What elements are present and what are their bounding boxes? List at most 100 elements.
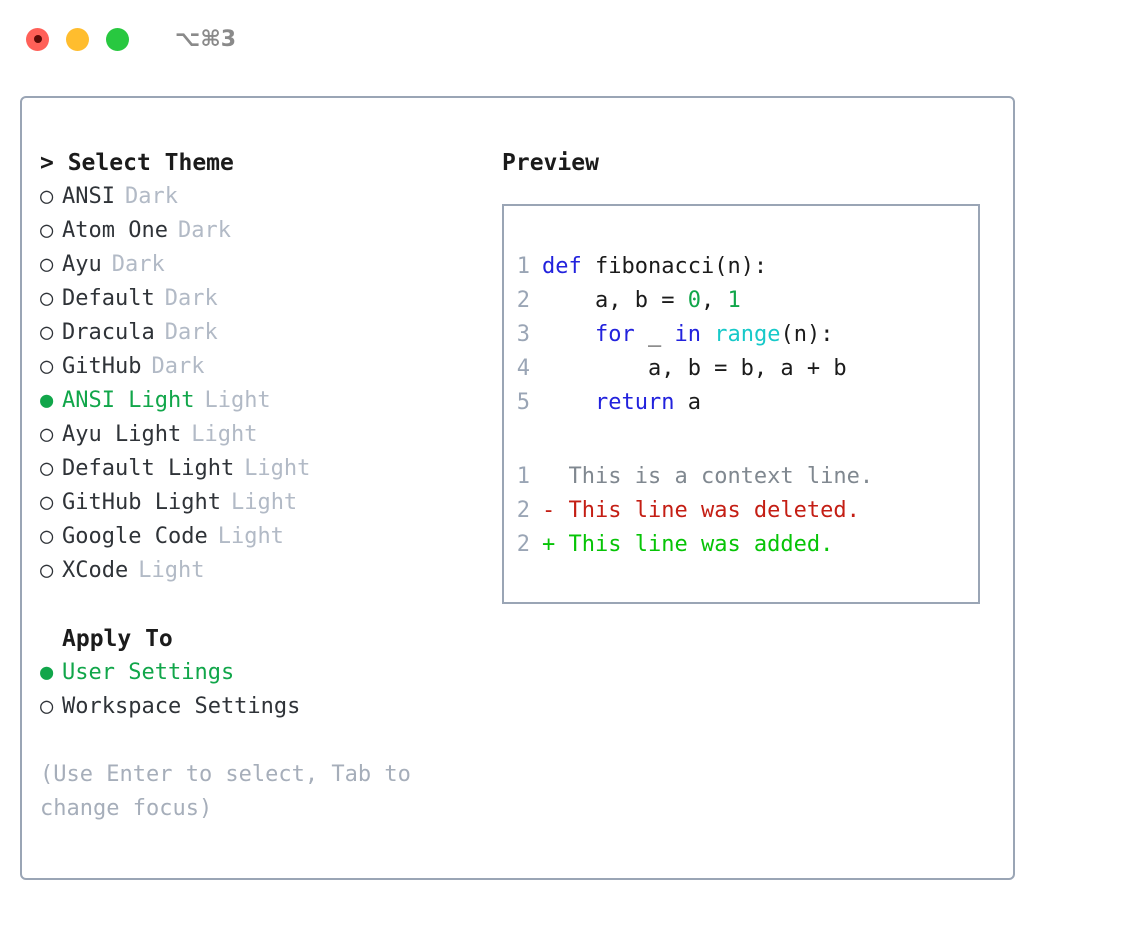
radio-unselected-icon[interactable]: ○ [40,252,54,277]
theme-name: ANSI Light [62,388,195,413]
code-line-content: def fibonacci(n): [542,250,767,284]
diff-marker: - [542,498,569,523]
radio-unselected-icon[interactable]: ○ [40,286,54,311]
apply-to-heading: Apply To [62,626,173,652]
theme-name: Atom One [62,218,168,243]
close-button-icon[interactable] [26,27,49,51]
theme-variant-badge: Dark [164,320,218,345]
code-token: range [714,322,781,347]
code-token: a [674,390,701,415]
diff-marker: + [542,532,569,557]
keyboard-shortcut-label: ⌥⌘3 [175,26,237,52]
code-token: 0 [687,288,701,313]
theme-list-item[interactable]: ○ Default Light Light [40,452,482,486]
line-number: 3 [516,322,530,347]
prompt-caret: > [40,150,68,176]
zoom-button-icon[interactable] [106,27,129,51]
code-line: 4 a, b = b, a + b [504,352,978,386]
code-token: return [594,390,675,415]
radio-unselected-icon[interactable]: ○ [40,490,54,515]
radio-unselected-icon[interactable]: ○ [40,524,54,549]
apply-to-option[interactable]: ●User Settings [40,656,482,690]
theme-variant-badge: Dark [124,184,178,209]
code-token [542,390,595,415]
page-title-text: Select Theme [67,150,234,176]
apply-to-label: Workspace Settings [62,694,301,719]
code-line: 3 for _ in range(n): [504,318,978,352]
theme-variant-badge: Light [138,558,205,583]
theme-list-item[interactable]: ○ Google Code Light [40,520,482,554]
theme-name: ANSI [62,184,115,209]
theme-name: Default [62,286,155,311]
diff-marker [542,460,569,494]
diff-line-text: This is a context line. [568,464,874,489]
page-title: > Select Theme [40,146,482,180]
line-number: 4 [516,356,530,381]
title-bar: ⌥⌘3 [0,0,1140,78]
theme-variant-badge: Dark [151,354,205,379]
radio-unselected-icon[interactable]: ○ [40,694,54,719]
diff-line: 2- This line was deleted. [504,494,978,528]
theme-variant-badge: Light [244,456,311,481]
radio-unselected-icon[interactable]: ○ [40,320,54,345]
radio-unselected-icon[interactable]: ○ [40,558,54,583]
theme-name: Ayu Light [62,422,182,447]
theme-variant-badge: Dark [111,252,165,277]
code-line-content: return a [542,386,701,420]
theme-name: GitHub [62,354,142,379]
theme-variant-badge: Light [204,388,271,413]
radio-unselected-icon[interactable]: ○ [40,184,54,209]
theme-variant-badge: Dark [164,286,218,311]
theme-list-item[interactable]: ○ Atom One Dark [40,214,482,248]
radio-unselected-icon[interactable]: ○ [40,354,54,379]
code-line-content: for _ in range(n): [542,318,833,352]
radio-unselected-icon[interactable]: ○ [40,218,54,243]
theme-name: Default Light [62,456,235,481]
line-number: 2 [516,288,530,313]
code-line: 2 a, b = 0, 1 [504,284,978,318]
apply-to-option[interactable]: ○ Workspace Settings [40,690,482,724]
code-diff-gap [504,420,978,460]
line-number: 1 [516,464,530,489]
code-token: for [594,322,635,347]
code-token: a, b = [542,288,688,313]
theme-name: Ayu [62,252,102,277]
code-line: 5 return a [504,386,978,420]
theme-list-item[interactable]: ● ANSI Light Light [40,384,482,418]
theme-variant-badge: Light [230,490,298,515]
radio-selected-icon[interactable]: ● [40,388,54,413]
theme-list-item[interactable]: ○ ANSI Dark [40,180,482,214]
theme-list-item[interactable]: ○ Default Dark [40,282,482,316]
minimize-button-icon[interactable] [66,27,89,51]
line-number: 2 [516,498,530,523]
theme-variant-badge: Dark [177,218,231,243]
code-token [542,322,595,347]
line-number: 1 [516,254,530,279]
line-number: 2 [516,532,530,557]
theme-list-item[interactable]: ○ Dracula Dark [40,316,482,350]
theme-name: Dracula [62,320,155,345]
theme-variant-badge: Light [217,524,284,549]
diff-line-text: This line was added. [568,532,834,557]
theme-name: Google Code [62,524,208,549]
theme-list-item[interactable]: ○ Ayu Dark [40,248,482,282]
radio-unselected-icon[interactable]: ○ [40,456,54,481]
code-line: 1 def fibonacci(n): [504,250,978,284]
radio-unselected-icon[interactable]: ○ [40,422,54,447]
theme-list-item[interactable]: ○ GitHub Dark [40,350,482,384]
traffic-lights [26,27,129,51]
code-token: fibonacci(n): [581,254,768,279]
diff-line-text: This line was deleted. [568,498,860,523]
radio-selected-icon[interactable]: ● [40,660,54,685]
code-token: a, b = b, a + b [542,356,847,381]
diff-sample: 1 This is a context line. 2- This line wa… [504,460,978,562]
code-line-content: a, b = b, a + b [542,352,847,386]
line-number: 5 [516,390,530,415]
code-token: (n): [780,322,834,347]
